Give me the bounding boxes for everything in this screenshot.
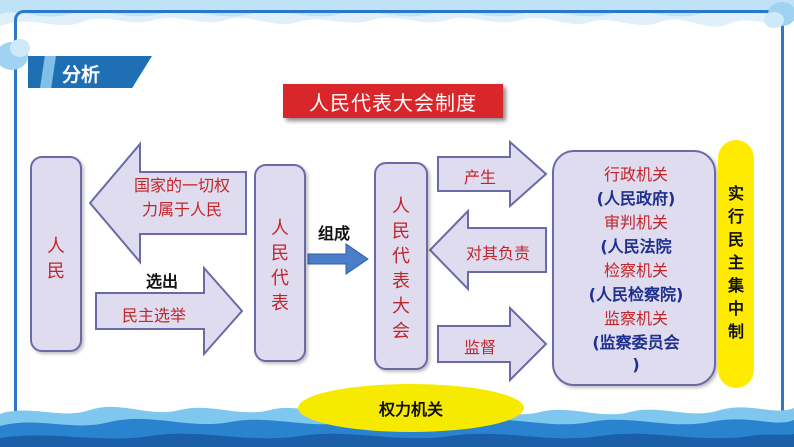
vertical-char: 制 — [727, 322, 744, 341]
congress-box-text: 人民代表大会 — [376, 194, 426, 344]
organ-line: (监察委员会 — [592, 333, 680, 352]
centralism-text: 实行民主集中制 — [718, 182, 754, 343]
organ-line: ) — [632, 355, 640, 374]
vertical-char: 人 — [271, 218, 289, 239]
vertical-char: 表 — [392, 271, 410, 292]
compose-label: 组成 — [318, 224, 351, 243]
organ-line: 审判机关 — [603, 213, 668, 232]
centralism-bar: 实行民主集中制 — [718, 140, 754, 388]
congress-box: 人民代表大会 — [374, 162, 428, 370]
vertical-char: 民 — [47, 261, 65, 282]
power-organ-ellipse: 权力机关 — [298, 384, 524, 432]
vertical-char: 行 — [727, 207, 744, 226]
vertical-char: 大 — [392, 296, 410, 317]
people-box: 人民 — [30, 156, 82, 352]
vertical-char: 民 — [727, 230, 744, 249]
arrow-left-label: 国家的一切权 力属于人民 — [120, 174, 244, 222]
representatives-box-text: 人民代表 — [256, 216, 304, 316]
vertical-char: 会 — [392, 321, 410, 342]
organ-line: 行政机关 — [603, 165, 668, 184]
arrow-responsible-label: 对其负责 — [465, 244, 530, 263]
organ-line: (人民法院 — [600, 237, 672, 256]
arrow-right-shape — [95, 265, 244, 357]
organ-line: (人民检察院) — [588, 285, 684, 304]
organ-line: (人民政府) — [596, 189, 676, 208]
vertical-char: 民 — [271, 243, 289, 264]
vertical-char: 代 — [392, 246, 410, 267]
vertical-char: 代 — [271, 268, 289, 289]
arrow-left-line-1: 国家的一切权 — [133, 176, 230, 195]
arrow-produce-label: 产生 — [463, 168, 496, 187]
people-box-text: 人民 — [32, 234, 80, 284]
section-tag: 分析 — [28, 56, 152, 88]
vertical-char: 民 — [392, 221, 410, 242]
vertical-char: 实 — [727, 184, 744, 203]
representatives-box: 人民代表 — [254, 164, 306, 362]
vertical-char: 集 — [727, 276, 744, 295]
vertical-char: 人 — [47, 236, 65, 257]
arrow-supervise-label: 监督 — [463, 338, 496, 357]
arrow-produce-shape — [437, 139, 548, 209]
arrow-left-line-2: 力属于人民 — [141, 200, 222, 219]
arrow-right-label: 民主选举 — [121, 306, 186, 325]
vertical-char: 中 — [727, 299, 744, 318]
section-tag-label: 分析 — [62, 64, 101, 86]
vertical-char: 表 — [271, 293, 289, 314]
arrow-supervise-shape — [437, 305, 548, 383]
tag-stripe — [40, 56, 56, 88]
left-cloud-decoration — [0, 39, 30, 70]
page-title: 人民代表大会制度 — [283, 84, 503, 118]
organ-line: 监察机关 — [603, 309, 668, 328]
state-organs-box: 行政机关 (人民政府) 审判机关 (人民法院 检察机关 (人民检察院) 监察机关… — [552, 150, 716, 386]
right-cloud-decoration — [764, 2, 794, 28]
arrow-left-shape — [88, 141, 247, 265]
vertical-char: 人 — [392, 196, 410, 217]
vertical-char: 主 — [727, 253, 744, 272]
arrow-responsible-shape — [428, 208, 547, 292]
elect-label: 选出 — [146, 272, 179, 291]
organ-line: 检察机关 — [603, 261, 668, 280]
arrow-compose-shape — [307, 243, 369, 275]
